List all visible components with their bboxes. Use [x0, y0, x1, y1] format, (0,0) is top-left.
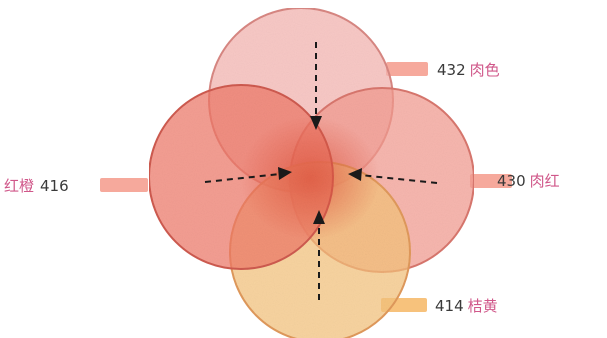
- swatch-432: [386, 62, 428, 76]
- label-414-name: 桔黄: [468, 297, 498, 315]
- label-430-name: 肉红: [530, 172, 560, 190]
- label-432-name: 肉色: [470, 61, 500, 79]
- label-416-name: 红橙: [4, 177, 34, 195]
- label-430-number: 430: [497, 172, 526, 190]
- label-414-number: 414: [435, 297, 464, 315]
- label-416: 红橙 416: [4, 177, 69, 195]
- label-416-number: 416: [40, 177, 69, 195]
- label-432-number: 432: [437, 61, 466, 79]
- swatch-416: [100, 178, 148, 192]
